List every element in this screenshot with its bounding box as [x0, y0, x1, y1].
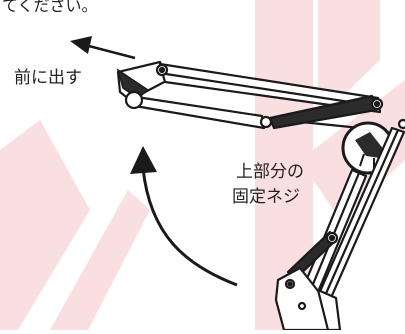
mic-tip	[116, 68, 150, 110]
bring-forward-label: 前に出す	[14, 68, 82, 88]
upper-arm	[116, 60, 405, 130]
base-clamp	[274, 266, 342, 332]
screw-label-line1: 上部分の	[236, 162, 304, 182]
arrow-left-icon	[70, 36, 136, 60]
curved-arrow-icon	[130, 146, 238, 287]
screw-label-line2: 固定ネジ	[232, 187, 300, 207]
instruction-fragment: てください。	[2, 0, 98, 15]
